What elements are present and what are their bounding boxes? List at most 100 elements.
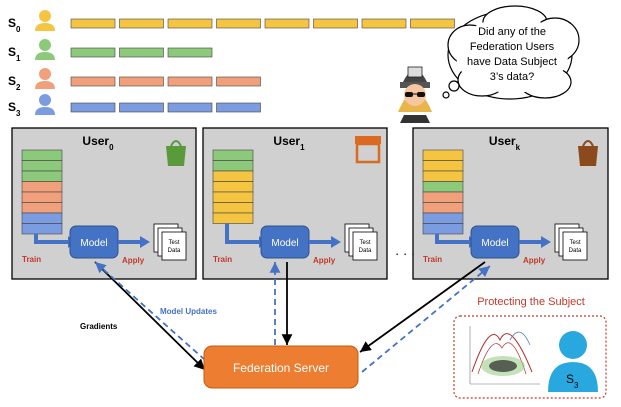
training-data-block: [422, 149, 464, 161]
data-block: [216, 102, 261, 113]
data-block: [70, 47, 116, 58]
model-label: Model: [481, 238, 508, 249]
subject-row: S1: [8, 39, 213, 63]
data-block: [119, 76, 164, 87]
protection-frame: [453, 315, 607, 399]
subject-label: S0: [8, 16, 21, 34]
training-data-block: [212, 170, 254, 182]
training-data-block: [422, 212, 464, 224]
training-data-block: [21, 223, 63, 235]
training-data-block: [212, 181, 254, 193]
person-icon: [35, 94, 55, 115]
person-icon: [35, 68, 55, 89]
data-block: [167, 47, 213, 58]
server-connections: [94, 261, 491, 373]
federation-server: Federation Server: [203, 345, 359, 389]
training-data-block: [21, 181, 63, 193]
data-block: [216, 76, 261, 87]
question-cloud: Did any of the Federation Users have Dat…: [442, 5, 580, 100]
train-label: Train: [423, 255, 442, 264]
data-block: [70, 102, 116, 113]
data-subject-3-avatar: S3: [544, 326, 602, 392]
data-block: [119, 102, 164, 113]
data-block: [410, 18, 455, 29]
test-data-label: Test: [359, 240, 370, 246]
user-title: Userk: [489, 134, 521, 152]
training-data-block: [212, 149, 254, 161]
model-updates-label: Model Updates: [160, 307, 217, 316]
model-update-arrow: [361, 265, 491, 373]
train-label: Train: [22, 255, 41, 264]
question-line: Did any of the: [478, 26, 546, 38]
training-data-block: [422, 223, 464, 235]
spy-icon: [398, 66, 432, 123]
training-data-block: [212, 191, 254, 203]
apply-label: Apply: [523, 256, 546, 265]
density-plot-icon: [462, 322, 540, 392]
training-data-block: [212, 160, 254, 172]
gradient-arrow: [359, 261, 486, 353]
model-update-arrow: [94, 261, 206, 361]
data-block: [167, 76, 213, 87]
test-data-label: Data: [168, 248, 181, 254]
apply-label: Apply: [313, 256, 336, 265]
question-line: 3’s data?: [490, 71, 534, 83]
user-title: User1: [273, 134, 305, 152]
grocery-bag-icon: [166, 140, 186, 166]
subject-row: S2: [8, 68, 261, 92]
data-block: [167, 102, 213, 113]
test-data-label: Data: [569, 248, 582, 254]
federation-users: User0TrainModelApplyTestDataUser1TrainMo…: [11, 127, 609, 280]
training-data-block: [212, 212, 254, 224]
training-data-block: [212, 202, 254, 214]
test-data-label: Data: [359, 248, 372, 254]
subject-label: S1: [8, 45, 21, 63]
training-data-block: [21, 160, 63, 172]
gradient-arrow: [94, 261, 206, 371]
server-label: Federation Server: [233, 361, 329, 375]
person-icon: [35, 10, 55, 31]
subject-row: S0: [8, 10, 455, 34]
data-block: [313, 18, 358, 29]
training-data-block: [21, 191, 63, 203]
test-data-label: Test: [168, 240, 179, 246]
data-block: [264, 18, 310, 29]
subject-label: S3: [566, 372, 579, 390]
data-block: [119, 18, 164, 29]
data-block: [216, 18, 261, 29]
data-block: [167, 18, 213, 29]
subject-label: S2: [8, 74, 21, 92]
question-line: have Data Subject: [467, 56, 557, 68]
training-data-block: [422, 160, 464, 172]
person-icon: [35, 39, 55, 60]
train-arrow: [225, 223, 261, 244]
apply-label: Apply: [122, 256, 145, 265]
data-block: [119, 47, 164, 58]
training-data-block: [422, 181, 464, 193]
training-data-block: [21, 149, 63, 161]
model-label: Model: [80, 238, 107, 249]
subject-label: S3: [8, 100, 21, 118]
more-users-ellipsis: · · ·: [395, 246, 415, 261]
train-arrow: [34, 234, 70, 244]
protecting-title: Protecting the Subject: [477, 296, 585, 308]
data-block: [70, 18, 116, 29]
shopping-bag-icon: [578, 140, 598, 166]
training-data-block: [422, 191, 464, 203]
data-block: [361, 18, 407, 29]
training-data-block: [21, 202, 63, 214]
training-data-block: [422, 170, 464, 182]
training-data-block: [21, 170, 63, 182]
train-label: Train: [213, 255, 232, 264]
data-block: [70, 76, 116, 87]
train-arrow: [435, 234, 471, 244]
